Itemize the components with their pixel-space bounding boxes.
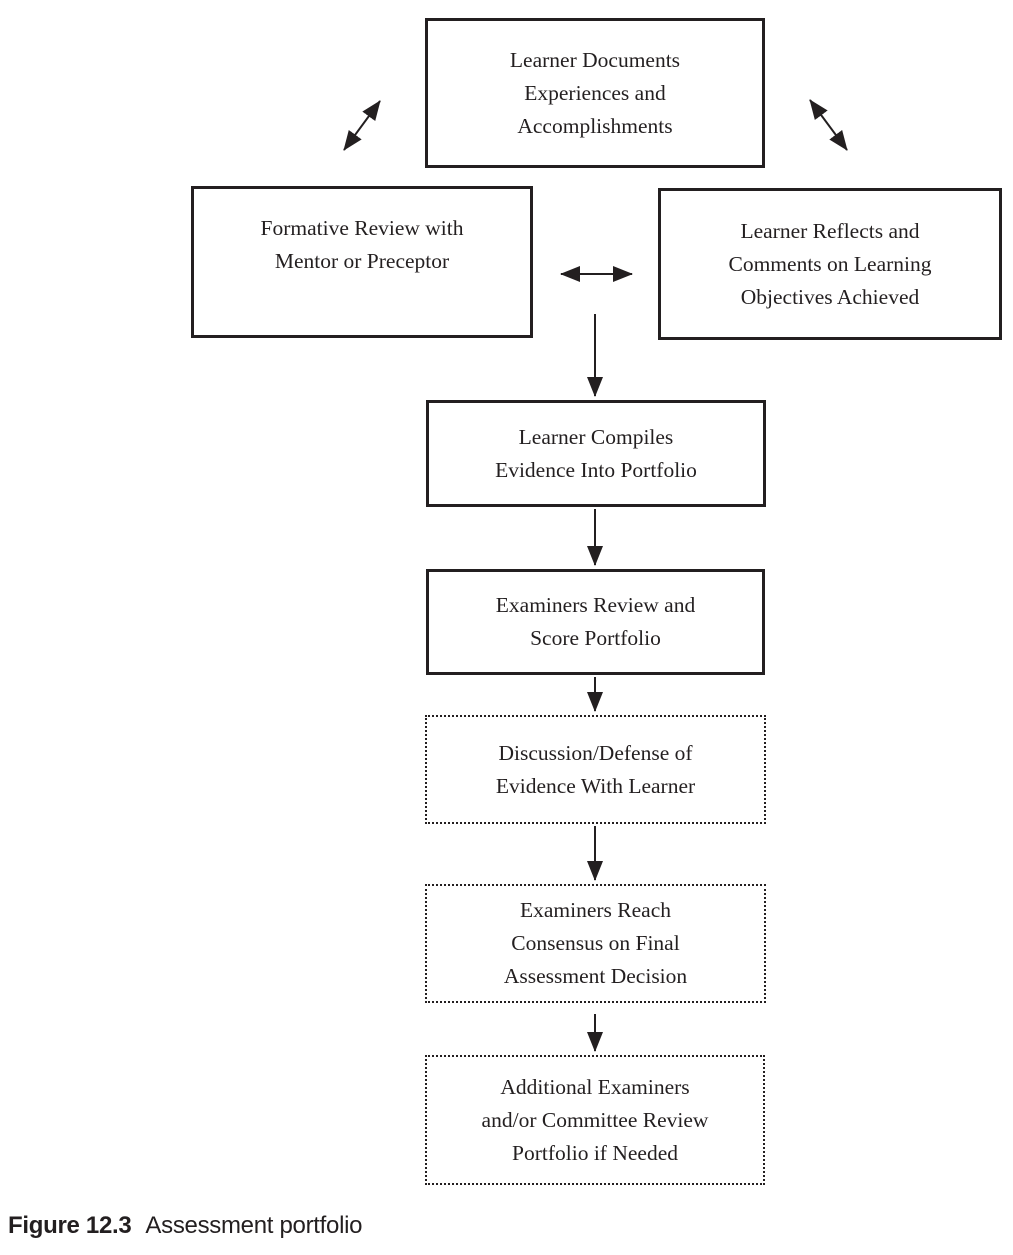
node-discussion-defense-label: Discussion/Defense of Evidence With Lear… <box>495 740 696 798</box>
node-learner-documents-label: Learner Documents Experiences and Accomp… <box>509 47 681 138</box>
arrow-documents-reflects-bidirectional <box>809 99 848 151</box>
node-examiners-review-label: Examiners Review and Score Portfolio <box>495 593 696 650</box>
node-learner-reflects: Learner Reflects and Comments on Learnin… <box>658 188 1002 340</box>
node-additional-examiners: Additional Examiners and/or Committee Re… <box>425 1055 765 1185</box>
node-learner-compiles: Learner Compiles Evidence Into Portfolio <box>426 400 766 507</box>
node-learner-reflects-label: Learner Reflects and Comments on Learnin… <box>728 218 932 309</box>
node-additional-examiners-label: Additional Examiners and/or Committee Re… <box>481 1074 709 1165</box>
arrow-documents-formative-bidirectional <box>343 100 381 151</box>
node-learner-compiles-label: Learner Compiles Evidence Into Portfolio <box>495 424 697 482</box>
node-formative-review-label: Formative Review with Mentor or Precepto… <box>260 216 464 273</box>
node-discussion-defense: Discussion/Defense of Evidence With Lear… <box>425 715 766 824</box>
figure-caption: Figure 12.3 Assessment portfolio <box>8 1212 362 1240</box>
node-learner-documents: Learner Documents Experiences and Accomp… <box>425 18 765 168</box>
node-formative-review: Formative Review with Mentor or Precepto… <box>191 186 533 338</box>
figure-caption-title: Assessment portfolio <box>145 1212 363 1239</box>
node-examiners-consensus: Examiners Reach Consensus on Final Asses… <box>425 884 766 1003</box>
node-examiners-review: Examiners Review and Score Portfolio <box>426 569 765 675</box>
node-examiners-consensus-label: Examiners Reach Consensus on Final Asses… <box>503 898 688 988</box>
figure-caption-number: Figure 12.3 <box>8 1212 132 1239</box>
